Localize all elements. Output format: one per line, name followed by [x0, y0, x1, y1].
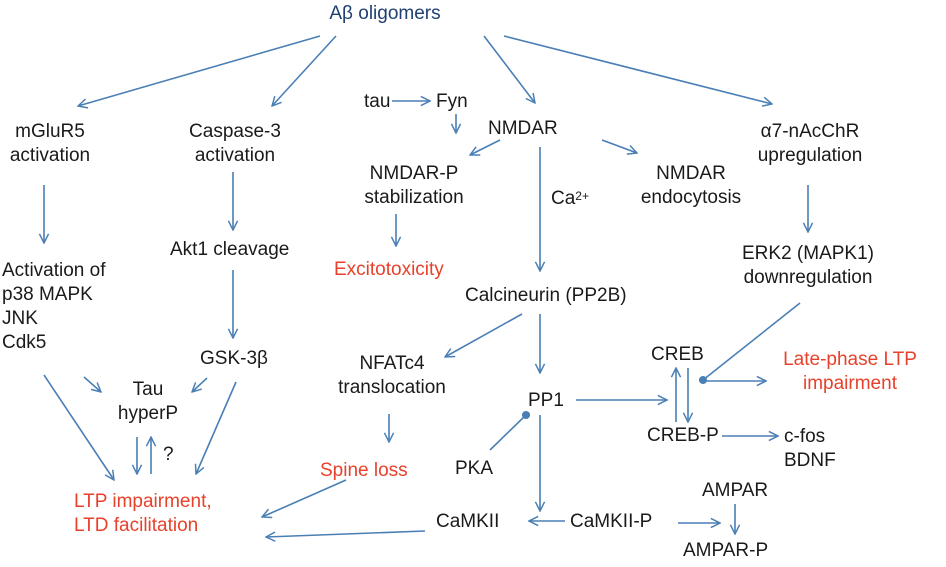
node-caspase-3: Caspase-3 activation [180, 120, 290, 168]
node-tau: tau [364, 91, 391, 112]
node-activation-kinases: Activation of p38 MAPK JNK Cdk5 [2, 259, 106, 355]
node-caspase-line2: activation [194, 145, 276, 166]
node-question: ? [163, 444, 174, 465]
node-nmdarp-line1: NMDAR-P [369, 163, 459, 184]
node-erk2: ERK2 (MAPK1) downregulation [728, 242, 888, 290]
node-ampar-p: AMPAR-P [683, 540, 769, 561]
node-spine-loss: Spine loss [320, 460, 408, 481]
node-camkii: CaMKII [436, 511, 500, 532]
node-ltp-line1: LTP impairment, [74, 491, 212, 512]
node-late-phase-ltp: Late-phase LTP impairment [770, 348, 930, 396]
arrow-calcineurin-nfat [445, 313, 523, 357]
node-tau-hyperp: Tau hyperP [108, 378, 188, 426]
node-activation-line4: Cdk5 [2, 332, 47, 353]
node-endo-line2: endocytosis [640, 187, 742, 208]
node-activation-line1: Activation of [2, 260, 106, 281]
arrow-nmdar-endocytosis [601, 139, 637, 153]
node-nfat-line2: translocation [338, 377, 446, 398]
node-endo-line1: NMDAR [656, 163, 726, 184]
node-tau-line1: Tau [132, 379, 164, 400]
calcium-label: Ca [551, 188, 576, 209]
node-activation-line2: p38 MAPK [2, 284, 93, 305]
node-excitotoxicity: Excitotoxicity [334, 259, 444, 280]
arrow-abeta-a7 [503, 35, 772, 104]
arrow-activation-ltp [43, 374, 114, 480]
node-latephase-line2: impairment [803, 373, 897, 394]
node-latephase-line1: Late-phase LTP [783, 349, 917, 370]
node-creb: CREB [651, 344, 704, 365]
node-nfat-line1: NFATc4 [359, 353, 425, 374]
node-caspase-line1: Caspase-3 [189, 121, 281, 142]
node-pp1: PP1 [528, 390, 564, 411]
node-calcium: Ca2+ [551, 187, 589, 211]
node-mglur5: mGluR5 activation [0, 120, 100, 168]
node-nfatc4: NFATc4 translocation [332, 352, 452, 400]
node-mglur5-line2: activation [9, 145, 91, 166]
arrow-erk-inhibit-creb [698, 302, 801, 385]
node-activation-line3: JNK [2, 308, 38, 329]
arrow-gsk-ltp [196, 381, 237, 474]
node-a7-line2: upregulation [757, 145, 863, 166]
arrow-gsk-tau [192, 377, 208, 392]
node-ampar: AMPAR [702, 480, 769, 501]
arrow-spine-ltp [262, 479, 347, 517]
node-pka: PKA [455, 458, 494, 479]
node-nmdar-p: NMDAR-P stabilization [349, 162, 479, 210]
arrow-nmdar-nmdarp [470, 139, 501, 155]
node-erk-line1: ERK2 (MAPK1) [742, 243, 874, 264]
node-camkii-p: CaMKII-P [570, 511, 653, 532]
node-a7-line1: α7-nAcChR [760, 121, 860, 142]
arrow-abeta-mglur5 [78, 35, 321, 106]
node-nmdar: NMDAR [488, 118, 558, 139]
calcium-charge: 2+ [575, 189, 589, 203]
node-nmdar-endocytosis: NMDAR endocytosis [626, 162, 756, 210]
node-fyn: Fyn [436, 91, 468, 112]
node-ltp-impairment: LTP impairment, LTD facilitation [74, 490, 212, 538]
node-erk-line2: downregulation [743, 267, 873, 288]
node-abeta-oligomers: Aβ oligomers [329, 3, 441, 24]
node-calcineurin: Calcineurin (PP2B) [465, 285, 627, 306]
node-ltp-line2: LTD facilitation [74, 515, 199, 536]
arrow-activation-tau [83, 376, 101, 392]
arrow-camkii-ltp [266, 530, 426, 537]
node-tau-line2: hyperP [117, 403, 179, 424]
node-nmdarp-line2: stabilization [364, 187, 464, 208]
node-a7-nachr: α7-nAcChR upregulation [730, 120, 890, 168]
node-cfos-bdnf: c-fos BDNF [784, 425, 836, 473]
node-cfos-line2: BDNF [784, 450, 836, 471]
node-gsk3b: GSK-3β [200, 348, 268, 369]
arrow-abeta-nmdar [483, 35, 535, 103]
arrow-pka-inhibit-pp1 [489, 410, 531, 451]
arrow-abeta-caspase [272, 35, 337, 106]
node-creb-p: CREB-P [647, 425, 719, 446]
node-cfos-line1: c-fos [784, 426, 826, 447]
node-mglur5-line1: mGluR5 [15, 121, 85, 142]
node-akt1-cleavage: Akt1 cleavage [170, 239, 290, 260]
